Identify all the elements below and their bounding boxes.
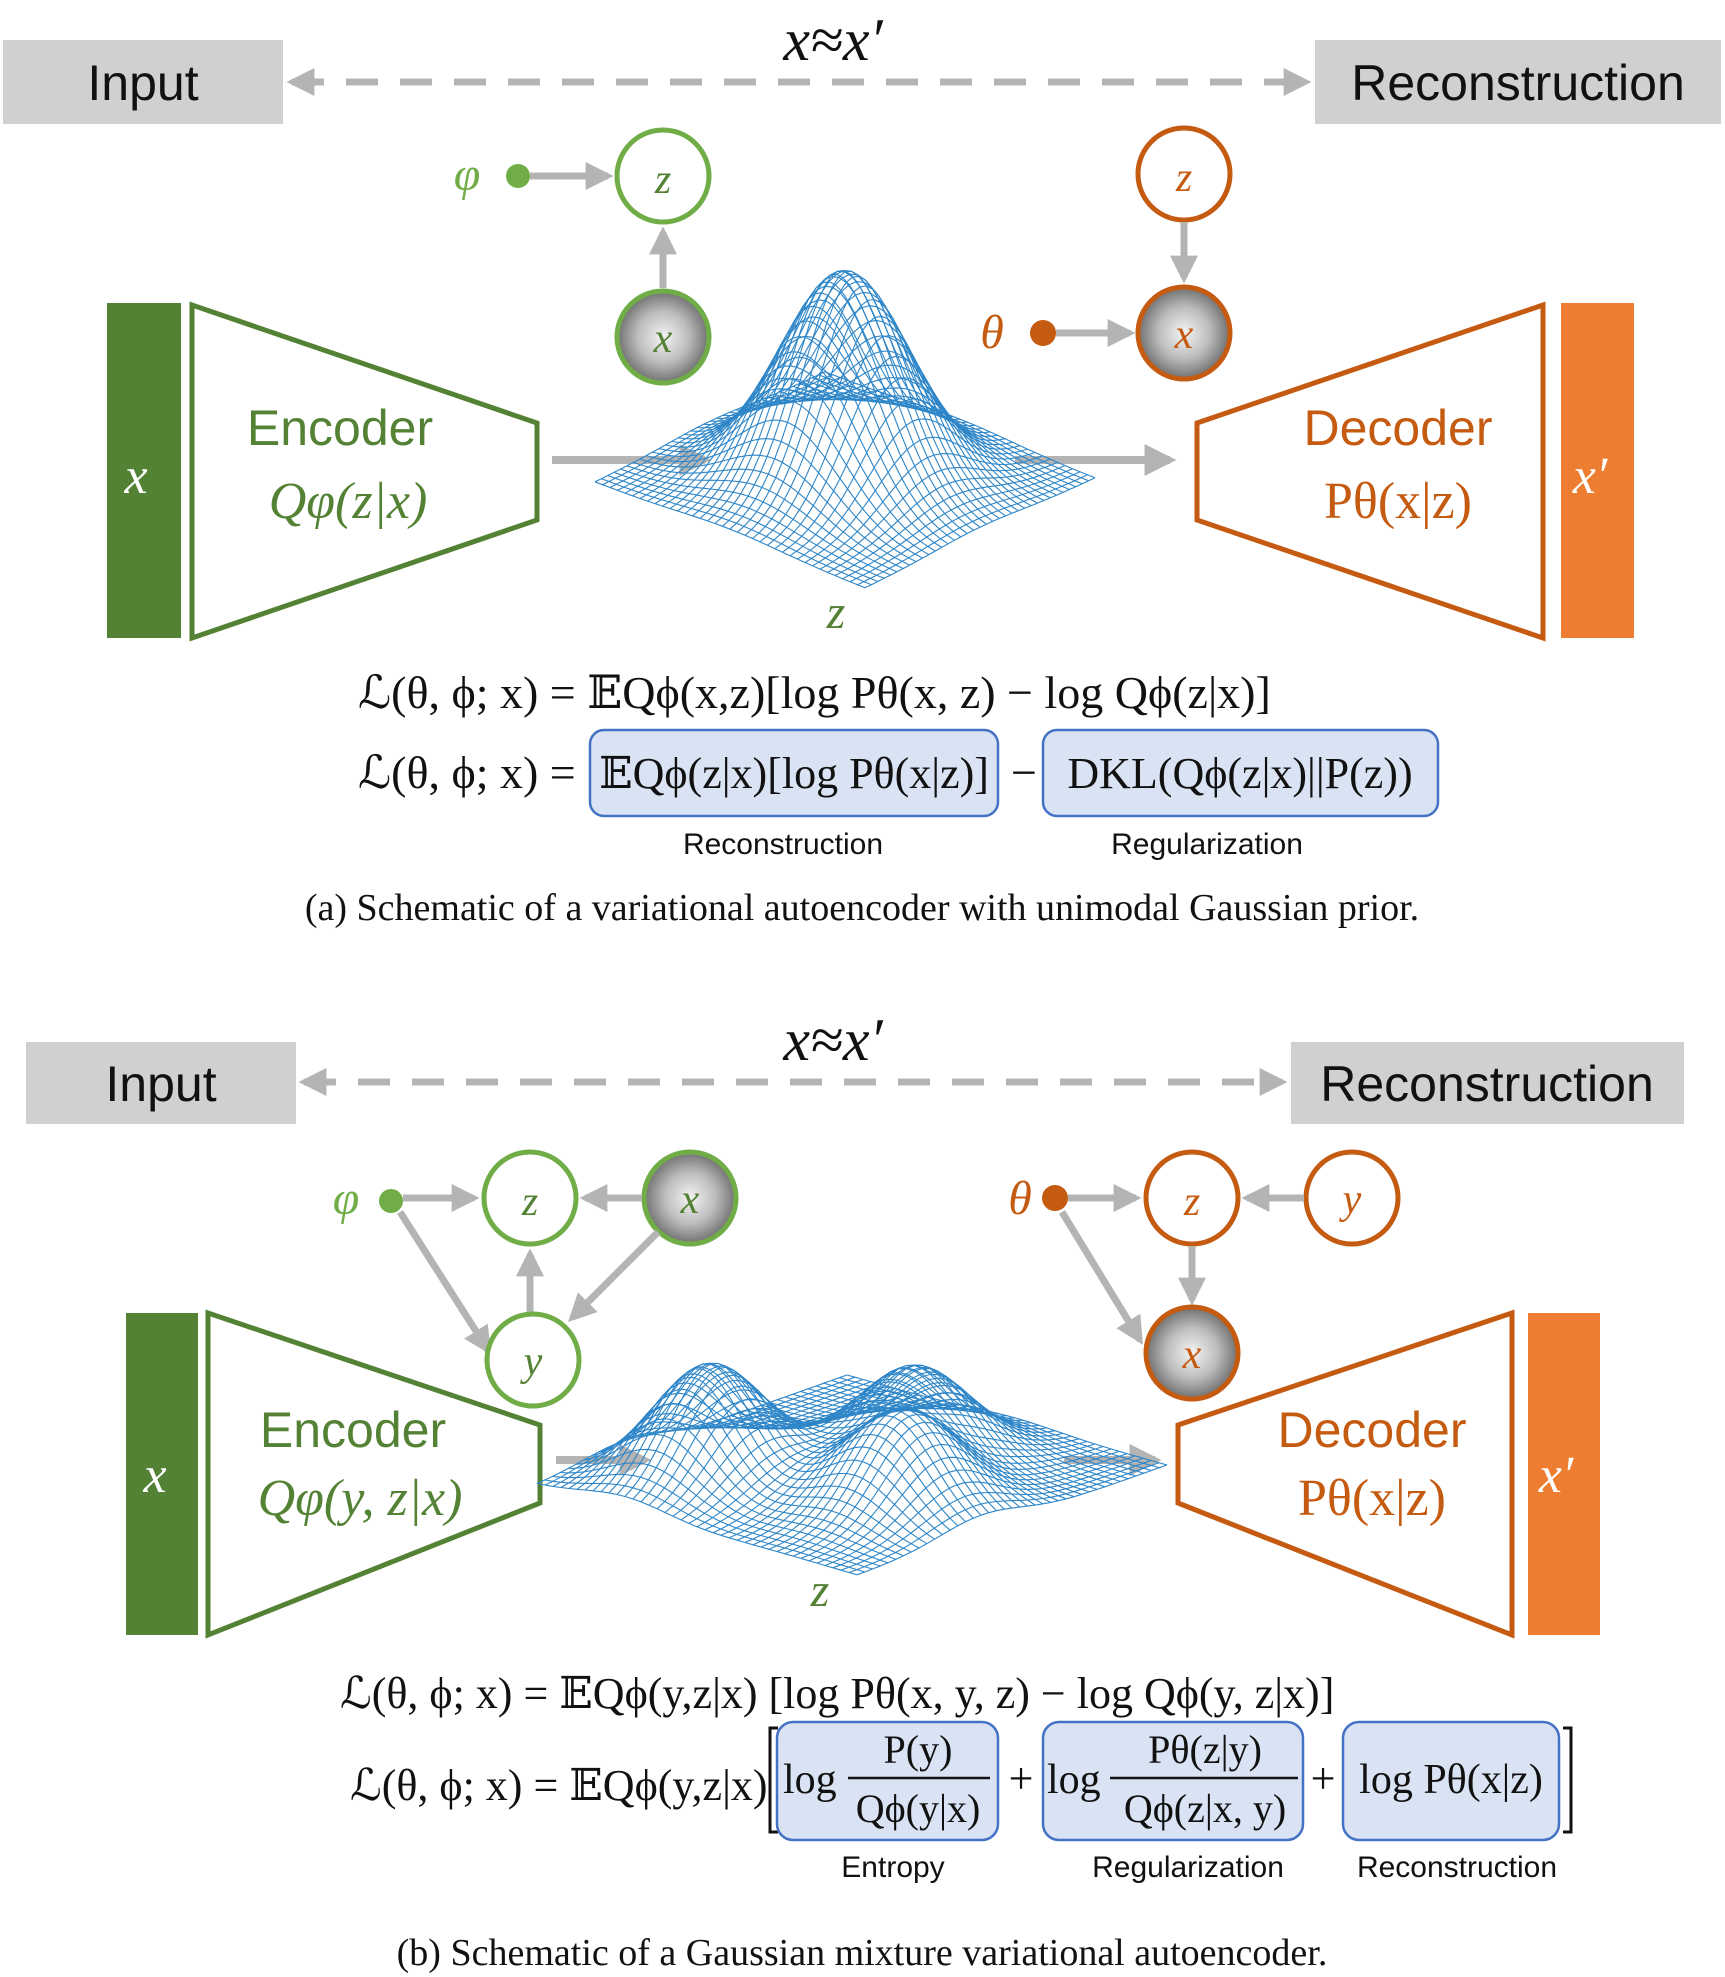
reconstruction-label-box bbox=[1315, 40, 1721, 124]
right-bracket bbox=[1563, 1726, 1573, 1834]
output-bar-label: x′ bbox=[1572, 448, 1609, 505]
caption-b: (b) Schematic of a Gaussian mixture vari… bbox=[397, 1932, 1328, 1974]
enc-observed-node bbox=[614, 288, 712, 386]
output-bar-b bbox=[1528, 1313, 1600, 1635]
dec-param-dot bbox=[1030, 320, 1056, 346]
reconstruction-term-box bbox=[588, 728, 1000, 818]
regularization-term-log: log bbox=[1047, 1757, 1101, 1803]
encoder-title-b: Encoder bbox=[260, 1402, 446, 1458]
output-bar-label-b: x′ bbox=[1538, 1447, 1575, 1504]
decoder-trapezoid bbox=[1194, 301, 1546, 642]
dec-latent-node-b bbox=[1143, 1149, 1241, 1247]
dec-cluster-node-b bbox=[1303, 1149, 1401, 1247]
enc-param-phi: φ bbox=[454, 148, 481, 201]
reconstruction-label: Reconstruction bbox=[1351, 55, 1685, 111]
elbo-equation-1: ℒ(θ, ϕ; x) = 𝔼Qϕ(x,z)[log Pθ(x, z) − log… bbox=[358, 667, 1271, 718]
dec-observed-node-b bbox=[1143, 1304, 1241, 1402]
gmvae-elbo-equation-1: ℒ(θ, ϕ; x) = 𝔼Qϕ(y,z|x) [log Pθ(x, y, z)… bbox=[340, 1669, 1334, 1718]
input-label-b: Input bbox=[105, 1056, 216, 1112]
entropy-term-log: log bbox=[783, 1757, 837, 1803]
enc-latent-node-label: z bbox=[654, 157, 671, 203]
reconstruction-term-box-b bbox=[1341, 1720, 1561, 1842]
output-bar bbox=[1561, 303, 1634, 638]
enc-observed-node-b bbox=[641, 1149, 739, 1247]
dec-param-theta-b: θ bbox=[1008, 1172, 1032, 1225]
input-label-box bbox=[3, 40, 283, 124]
regularization-term-box bbox=[1041, 728, 1440, 818]
enc-param-dot bbox=[506, 164, 530, 188]
dec-param-dot-b bbox=[1042, 1185, 1068, 1211]
input-bar bbox=[107, 303, 181, 638]
enc-latent-node-b bbox=[481, 1149, 579, 1247]
reconstruction-term: 𝔼Qϕ(z|x)[log Pθ(x|z)] bbox=[599, 749, 989, 798]
plus-sign-1: + bbox=[1009, 1754, 1034, 1803]
enc-phi-to-y-arrow-b bbox=[397, 1210, 492, 1355]
input-label: Input bbox=[87, 55, 198, 111]
enc-observed-node-label: x bbox=[653, 316, 673, 362]
gmvae-elbo-equation-2-left: ℒ(θ, ϕ; x) = 𝔼Qϕ(y,z|x) bbox=[350, 1761, 768, 1810]
dec-param-theta: θ bbox=[980, 306, 1004, 359]
mixture-gaussian-surface bbox=[536, 1362, 1168, 1576]
dec-observed-node-label-b: x bbox=[1182, 1332, 1202, 1378]
latent-label-b: z bbox=[810, 1564, 830, 1617]
reconstruction-caption-b: Reconstruction bbox=[1357, 1851, 1557, 1884]
unimodal-gaussian-surface bbox=[594, 269, 1096, 589]
reconstruction-caption: Reconstruction bbox=[683, 828, 883, 861]
minus-sign: − bbox=[1011, 747, 1037, 798]
input-bar-label: x bbox=[123, 448, 147, 505]
regularization-term: DKL(Qϕ(z|x)||P(z)) bbox=[1067, 749, 1412, 798]
dec-latent-node bbox=[1135, 125, 1233, 223]
plus-sign-2: + bbox=[1311, 1754, 1336, 1803]
encoder-formula: Qφ(z|x) bbox=[269, 473, 428, 530]
encoder-trapezoid bbox=[189, 301, 540, 642]
enc-observed-node-label-b: x bbox=[680, 1177, 700, 1223]
entropy-term-denominator: Qϕ(y|x) bbox=[856, 1786, 981, 1831]
dec-observed-node-label: x bbox=[1174, 312, 1194, 358]
dec-latent-node-label: z bbox=[1175, 155, 1192, 201]
reconstruction-label-b: Reconstruction bbox=[1320, 1056, 1654, 1112]
dec-cluster-node-label-b: y bbox=[1339, 1177, 1362, 1223]
enc-cluster-node-b bbox=[484, 1311, 582, 1409]
regularization-term-denominator: Qϕ(z|x, y) bbox=[1124, 1786, 1286, 1831]
enc-param-phi-b: φ bbox=[333, 1172, 360, 1225]
dec-latent-node-label-b: z bbox=[1183, 1179, 1200, 1225]
decoder-title-b: Decoder bbox=[1278, 1402, 1467, 1458]
regularization-term-box-b bbox=[1041, 1720, 1305, 1842]
enc-latent-node-label-b: z bbox=[521, 1179, 538, 1225]
panel-b: Input Reconstruction x≈x′ x Encoder Qφ(y… bbox=[26, 1007, 1684, 1974]
input-bar-label-b: x bbox=[142, 1447, 166, 1504]
input-label-box-b bbox=[26, 1042, 296, 1124]
latent-label: z bbox=[826, 586, 846, 639]
enc-param-dot-b bbox=[379, 1189, 403, 1213]
regularization-caption: Regularization bbox=[1111, 828, 1303, 861]
left-bracket bbox=[768, 1726, 778, 1834]
approx-equation-b: x≈x′ bbox=[782, 1007, 883, 1073]
regularization-term-numerator: Pθ(z|y) bbox=[1148, 1727, 1262, 1772]
approx-equation: x≈x′ bbox=[782, 7, 883, 73]
enc-cluster-node-label-b: y bbox=[520, 1339, 543, 1385]
input-bar-b bbox=[126, 1313, 198, 1635]
regularization-caption-b: Regularization bbox=[1092, 1851, 1284, 1884]
reconstruction-label-box-b bbox=[1291, 1042, 1684, 1124]
decoder-trapezoid-b bbox=[1175, 1309, 1515, 1639]
reconstruction-term-b: log Pθ(x|z) bbox=[1359, 1757, 1543, 1803]
panel-a: Input Reconstruction x≈x′ x Encoder Qφ(z… bbox=[3, 7, 1721, 929]
encoder-formula-b: Qφ(y, z|x) bbox=[258, 1470, 463, 1527]
encoder-trapezoid-b bbox=[205, 1309, 543, 1639]
encoder-title: Encoder bbox=[247, 400, 433, 456]
dec-observed-node bbox=[1135, 284, 1233, 382]
enc-x-to-y-arrow-b bbox=[568, 1229, 661, 1322]
decoder-title: Decoder bbox=[1304, 400, 1493, 456]
elbo-equation-2-left: ℒ(θ, ϕ; x) = bbox=[358, 747, 576, 798]
enc-latent-node bbox=[614, 127, 712, 225]
entropy-term-numerator: P(y) bbox=[884, 1727, 953, 1772]
decoder-formula-b: Pθ(x|z) bbox=[1298, 1470, 1446, 1527]
dec-theta-to-x-arrow-b bbox=[1059, 1210, 1143, 1345]
decoder-formula: Pθ(x|z) bbox=[1324, 473, 1472, 530]
caption-a: (a) Schematic of a variational autoencod… bbox=[305, 887, 1419, 929]
entropy-term-box bbox=[775, 1720, 1000, 1842]
entropy-caption: Entropy bbox=[841, 1851, 944, 1884]
